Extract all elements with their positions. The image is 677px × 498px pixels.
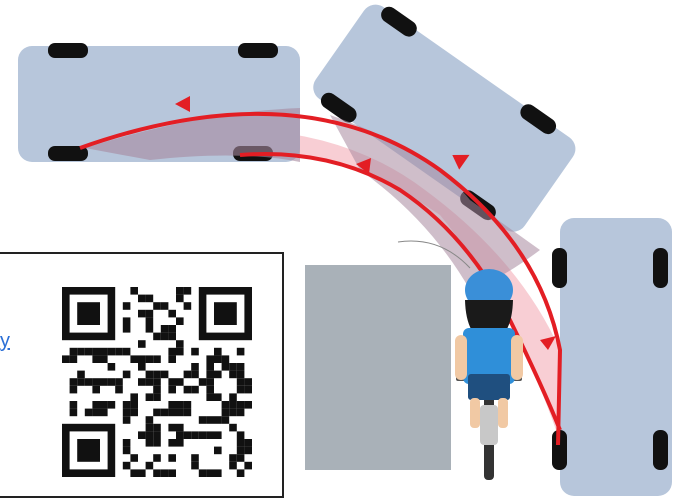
shorts [468,374,510,400]
qr-code-icon [62,287,252,477]
wall-block [305,265,451,470]
truck-trailer-rear [552,218,672,496]
